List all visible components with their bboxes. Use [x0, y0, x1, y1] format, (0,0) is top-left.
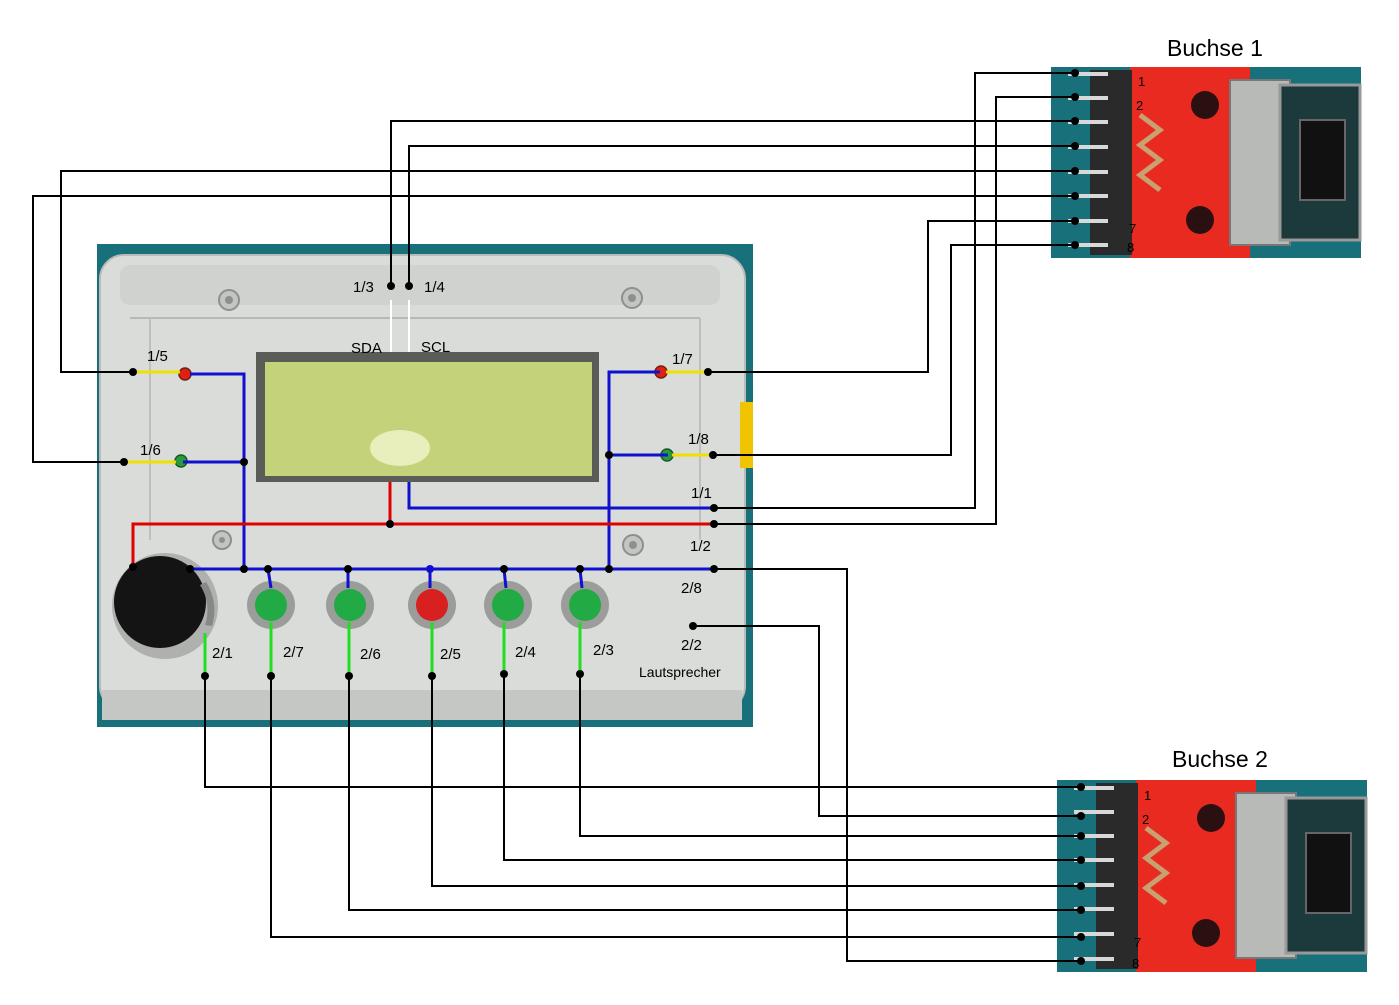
label-1-3: 1/3	[353, 279, 374, 296]
lcd-display	[256, 352, 599, 482]
screw-icon	[622, 534, 644, 556]
push-button-icon	[561, 581, 609, 629]
screw-icon	[212, 530, 232, 550]
green-wires	[203, 622, 582, 676]
label-2-8: 2/8	[681, 580, 702, 597]
socket1-pin-7: 7	[1129, 221, 1136, 236]
label-2-3: 2/3	[593, 642, 614, 659]
device-photo	[97, 244, 753, 727]
label-2-2: 2/2	[681, 637, 702, 654]
label-2-4: 2/4	[515, 644, 536, 661]
sda-scl-lines	[390, 300, 410, 352]
label-1-7: 1/7	[672, 351, 693, 368]
junction-dots	[120, 69, 1085, 965]
screw-icon	[621, 287, 643, 309]
socket2-pin-7: 7	[1134, 935, 1141, 950]
rj45-socket-icon	[1057, 780, 1368, 972]
label-1-6: 1/6	[140, 442, 161, 459]
label-2-1: 2/1	[212, 645, 233, 662]
socket2-pin-1: 1	[1144, 788, 1151, 803]
usb-plug	[740, 402, 753, 468]
push-button-icon	[408, 581, 456, 629]
socket2-pin-8: 8	[1132, 956, 1139, 971]
socket2-title: Buchse 2	[1172, 746, 1268, 772]
socket1-pin-1: 1	[1138, 74, 1145, 89]
sda-label: SDA	[351, 340, 382, 357]
socket1-title: Buchse 1	[1167, 35, 1263, 61]
red-wire	[131, 482, 714, 567]
scl-label: SCL	[421, 339, 450, 356]
label-1-2: 1/2	[690, 538, 711, 555]
push-button-icon	[326, 581, 374, 629]
rotary-knob-icon	[112, 553, 218, 659]
socket1-pin-8: 8	[1127, 240, 1134, 255]
label-2-6: 2/6	[360, 646, 381, 663]
yellow-wires	[124, 370, 713, 464]
label-1-5: 1/5	[147, 348, 168, 365]
speaker-label: Lautsprecher	[639, 664, 721, 680]
black-wires	[32, 72, 1081, 962]
push-button-icon	[484, 581, 532, 629]
blue-wires	[183, 370, 714, 589]
socket1-pin-2: 2	[1136, 98, 1143, 113]
label-1-1: 1/1	[691, 485, 712, 502]
push-button-icon	[247, 581, 295, 629]
label-1-4: 1/4	[424, 279, 445, 296]
label-2-7: 2/7	[283, 644, 304, 661]
screw-icon	[218, 289, 240, 311]
label-2-5: 2/5	[440, 646, 461, 663]
label-1-8: 1/8	[688, 431, 709, 448]
rj45-socket-icon	[1051, 67, 1362, 258]
socket2-pin-2: 2	[1142, 812, 1149, 827]
led-icon	[178, 367, 192, 381]
